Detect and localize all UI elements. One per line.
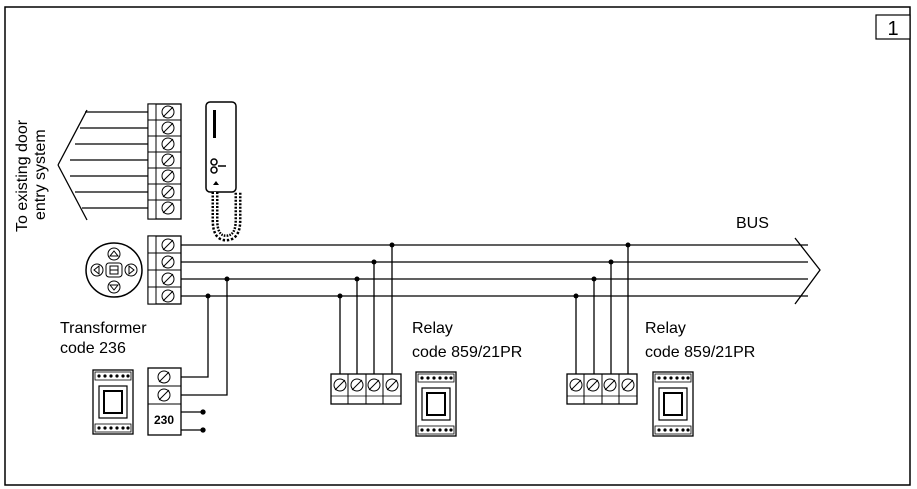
handset-terminal-block: [147, 103, 182, 220]
mains-wires: [181, 409, 206, 433]
relay1-terminal-block: [330, 373, 402, 405]
existing-system-wires: [57, 109, 150, 221]
relay1-label-line1: Relay: [412, 320, 453, 337]
relay1-din-module-icon: [415, 371, 457, 437]
relay1-label-line2: code 859/21PR: [412, 344, 522, 361]
keypad-icon: [85, 242, 143, 298]
existing-system-label-line1: To existing door: [14, 119, 31, 232]
existing-system-label: To existing door entry system: [14, 119, 49, 232]
bus-junctions: [205, 242, 631, 299]
existing-system-label-line2: entry system: [32, 129, 49, 220]
figure-number-box: 1: [875, 14, 911, 40]
transformer-label-line2: code 236: [60, 340, 126, 357]
relay2-terminal-block: [566, 373, 638, 405]
intercom-handset-icon: [205, 101, 242, 242]
figure-number: 1: [887, 18, 898, 40]
relay1-wires: [339, 245, 393, 374]
bus-label: BUS: [736, 215, 769, 232]
transformer-din-module-icon: [92, 369, 134, 435]
bus-terminal-block: [147, 235, 182, 305]
relay2-label-line1: Relay: [645, 320, 686, 337]
transformer-label-line1: Transformer: [60, 320, 147, 337]
transformer-terminal-icon: 230: [147, 367, 182, 436]
relay2-wires: [575, 245, 629, 374]
relay2-label-line2: code 859/21PR: [645, 344, 755, 361]
transformer-wires: [181, 279, 228, 396]
mains-voltage-label: 230: [154, 413, 174, 427]
relay2-din-module-icon: [652, 371, 694, 437]
diagram-frame: [4, 6, 911, 486]
bus-wires: [181, 237, 821, 305]
